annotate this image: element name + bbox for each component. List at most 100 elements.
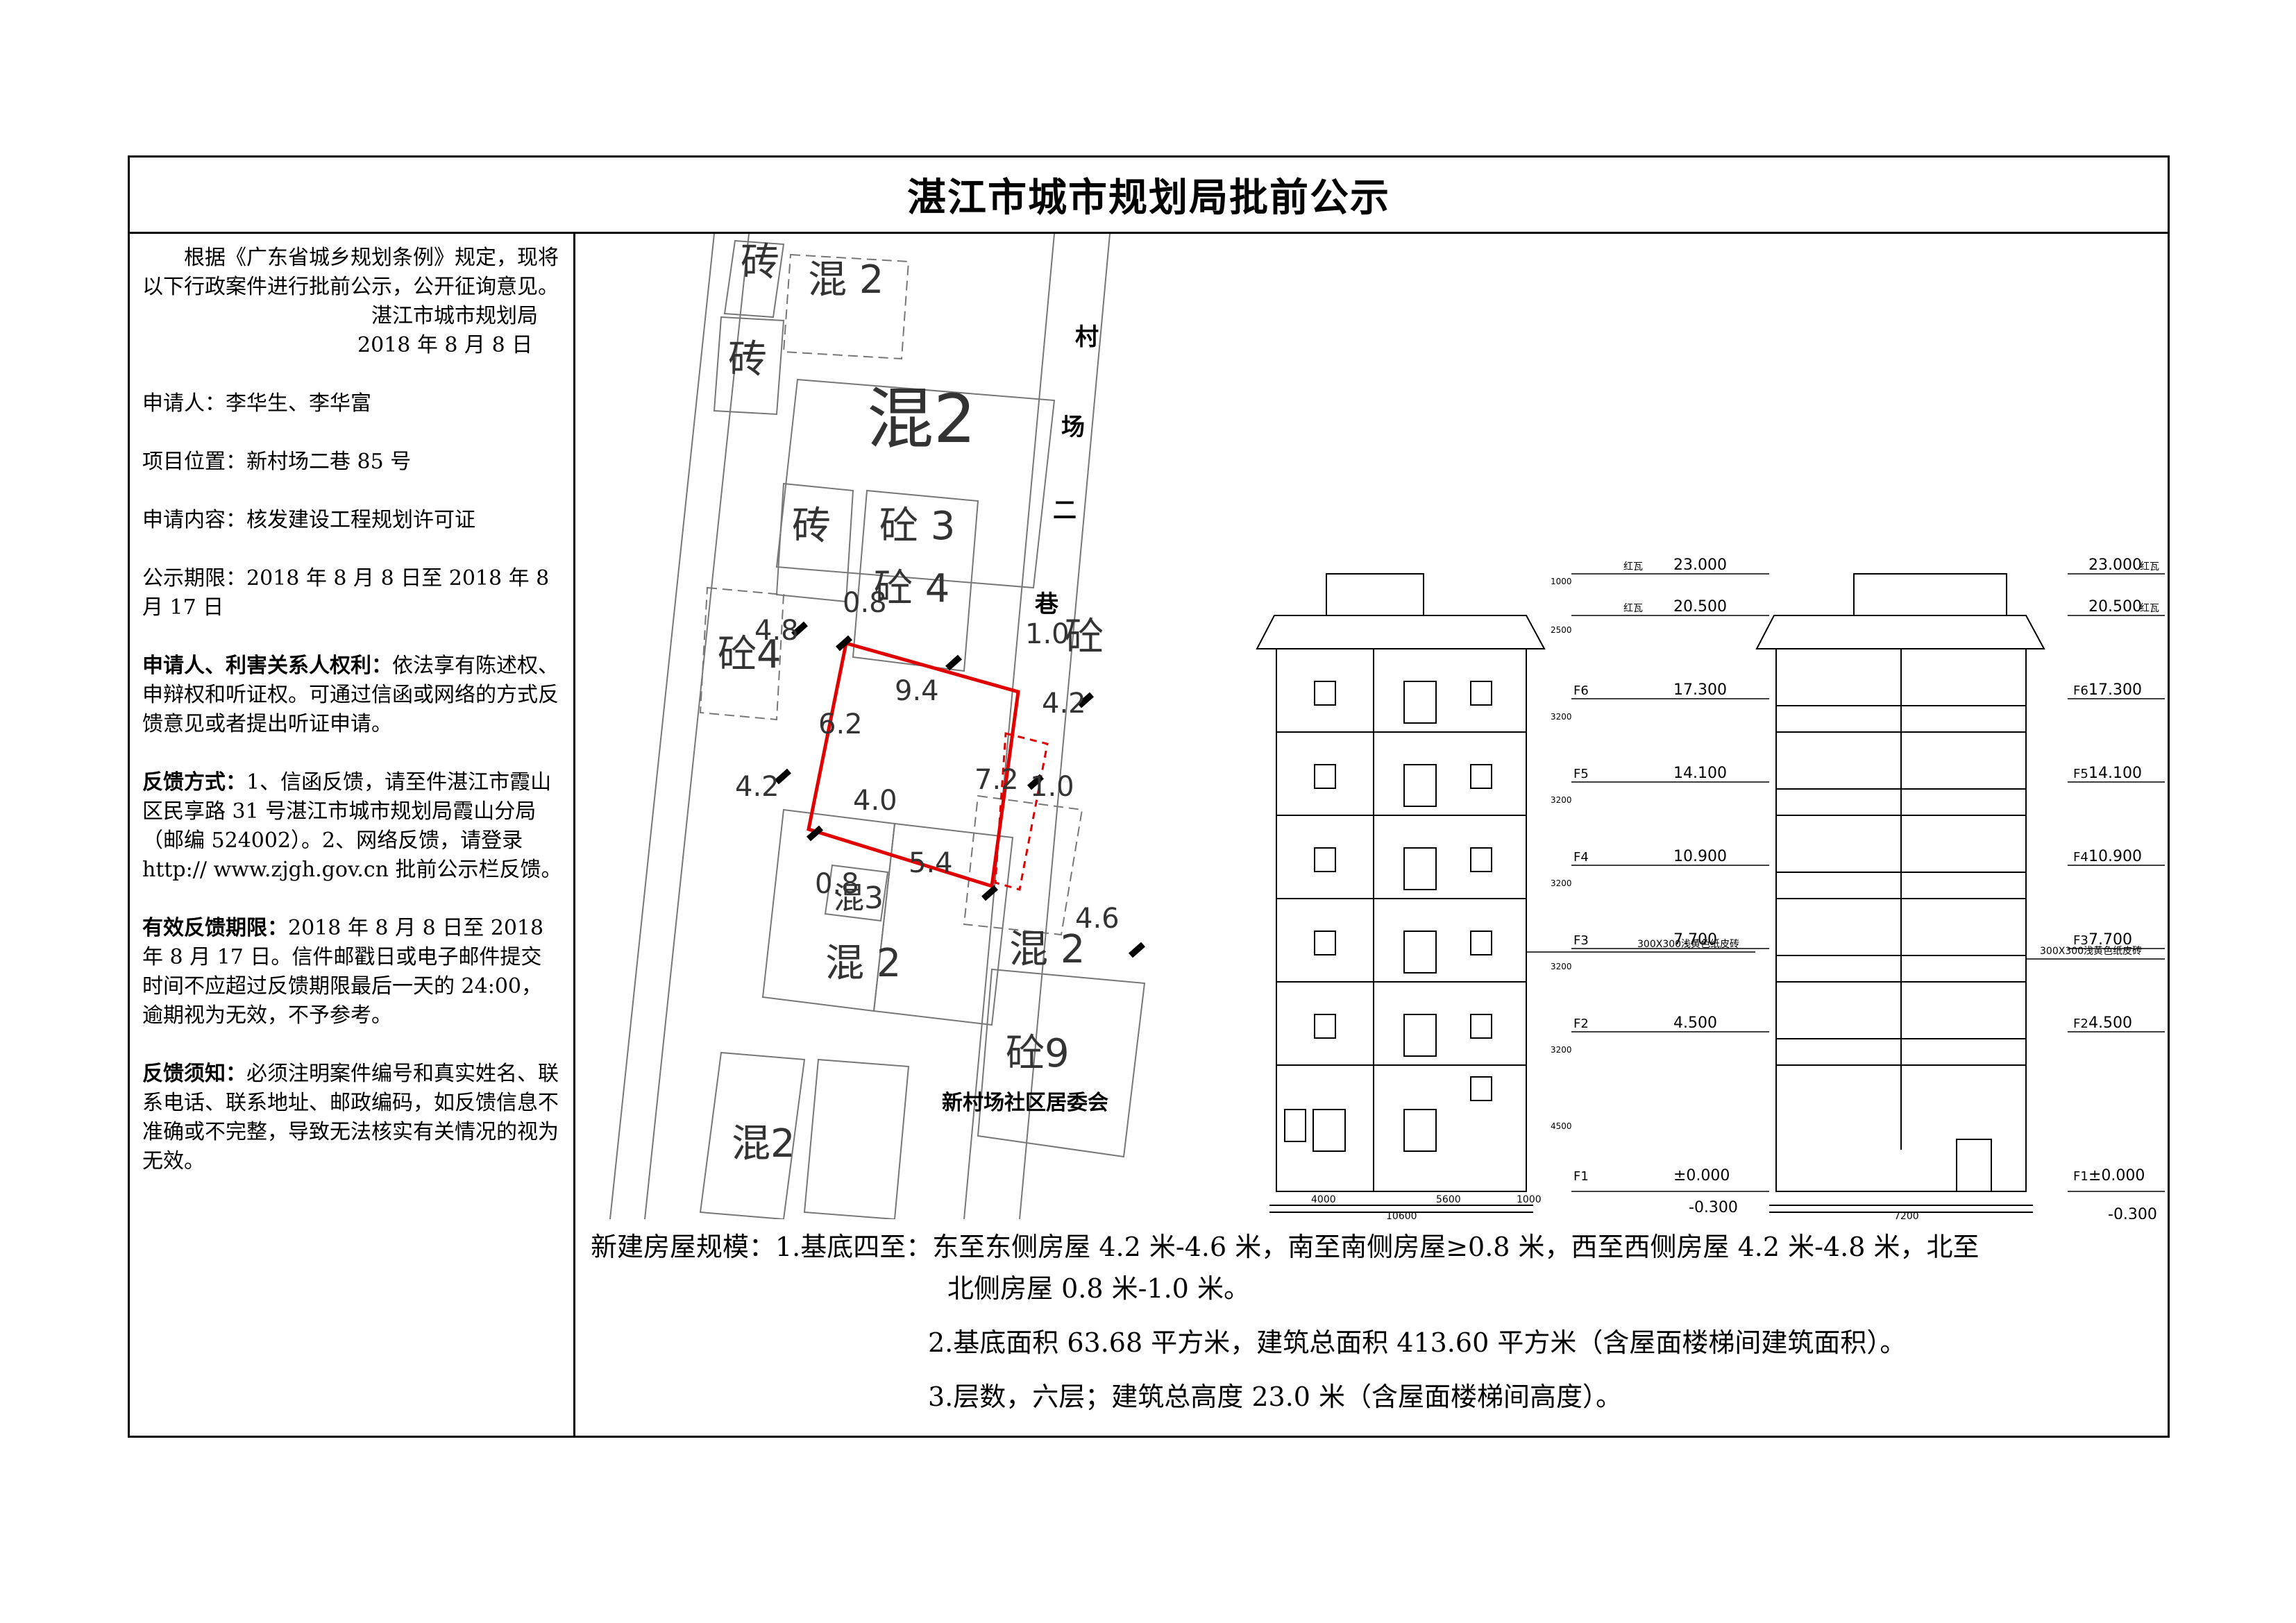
site-label: 混 2 [1009, 927, 1085, 972]
notes-text: 必须注明案件编号和真实姓名、联系电话、联系地址、邮政编码，如反馈信息不准确或不完… [142, 1062, 559, 1173]
vertical-dim: 3200 [1551, 962, 1572, 971]
site-label: 混2 [732, 1121, 795, 1166]
level-labels: 23.000 20.500 17.300 14.100 10.900 7.700… [1673, 556, 2157, 1219]
elevation-right [1755, 573, 2045, 1213]
deadline-field: 有效反馈期限：2018 年 8 月 8 日至 2018 年 8 月 17 日。信… [142, 914, 562, 1030]
level-label: ±0.000 [1673, 1167, 1730, 1184]
site-label: 砼 3 [879, 504, 955, 549]
level-label: 17.300 [1673, 681, 1727, 699]
floor-label: F6 [1573, 683, 1589, 698]
scale-line-1: 新建房屋规模：1.基底四至：东至东侧房屋 4.2 米-4.6 米，南至南侧房屋≥… [591, 1232, 1980, 1262]
level-label: 20.500 [1673, 598, 1727, 615]
dimension-label: 0.8 [843, 587, 887, 619]
level-label: -0.300 [2108, 1206, 2157, 1219]
floor-label: F1 [1573, 1169, 1589, 1184]
notice-frame: 湛江市城市规划局批前公示 根据《广东省城乡规划条例》规定，现将以下行政案件进行批… [128, 155, 2170, 1438]
deadline-text: 2018 年 8 月 8 日至 2018 年 8 月 17 日。信件邮戳日或电子… [142, 916, 544, 1028]
dimension-markers [775, 621, 1145, 958]
roof-note: 红瓦 [1623, 561, 1643, 572]
level-label: 14.100 [2088, 765, 2142, 782]
dimension-text: 10600 [1386, 1211, 1417, 1219]
page-title: 湛江市城市规划局批前公示 [907, 175, 1390, 221]
scale-line-3: 2.基底面积 63.68 平方米，建筑总面积 413.60 平方米（含屋面楼梯间… [928, 1327, 1907, 1358]
site-label: 砼 [1065, 615, 1104, 660]
period-field: 公示期限：2018 年 8 月 8 日至 2018 年 8 月 17 日 [142, 566, 550, 620]
floor-label: F5 [2073, 767, 2088, 781]
subject-plot-outline [807, 640, 1020, 889]
scale-line-4: 3.层数，六层；建筑总高度 23.0 米（含屋面楼梯间高度）。 [928, 1382, 1623, 1412]
site-label: 混3 [834, 881, 884, 916]
dimension-label: 4.6 [1075, 903, 1120, 935]
dimension-text: 1000 [1517, 1194, 1542, 1205]
floor-label: F4 [1573, 850, 1589, 865]
road-labels: 村 场 二 巷 [1034, 323, 1099, 618]
rights-label: 申请人、利害关系人权利： [142, 654, 392, 678]
level-label: 10.900 [2088, 848, 2142, 865]
content-field: 申请内容：核发建设工程规划许可证 [142, 508, 475, 532]
wall-note: 300X300浅黄色纸皮砖 [1637, 938, 1739, 950]
road-label: 二 [1053, 497, 1077, 525]
dimension-label: 0.8 [815, 868, 859, 900]
dimension-label: 4.0 [853, 785, 897, 817]
level-label: 10.900 [1673, 848, 1727, 865]
feedback-label: 反馈方式： [142, 770, 246, 794]
vertical-dim: 1000 [1551, 577, 1572, 586]
roof-note: 红瓦 [2140, 561, 2159, 572]
feedback-field: 反馈方式：1、信函反馈，请至件湛江市霞山区民享路 31 号湛江市城市规划局霞山分… [142, 768, 562, 885]
applicant-field: 申请人：李华生、李华富 [142, 391, 371, 416]
floor-label: F1 [2073, 1169, 2088, 1184]
rights-field: 申请人、利害关系人权利：依法享有陈述权、申辩权和听证权。可通过信函或网络的方式反… [142, 652, 562, 739]
notice-text-column: 根据《广东省城乡规划条例》规定，现将以下行政案件进行批前公示，公开征询意见。 湛… [130, 234, 575, 1436]
level-label: 20.500 [2088, 598, 2142, 615]
site-label: 砖 [728, 337, 767, 382]
dimension-label: 6.2 [818, 708, 863, 740]
notice-date: 2018 年 8 月 8 日 [357, 333, 533, 357]
floor-label: F4 [2073, 850, 2088, 865]
floor-label: F3 [2073, 933, 2088, 948]
vertical-dim: 3200 [1551, 1045, 1572, 1055]
drawing-column: 砖 混 2 砖 混2 砖 砼 3 砼 4 砼4 混3 混 2 混 2 砼9 混2… [575, 234, 2168, 1436]
dimension-label: 5.4 [909, 847, 953, 879]
site-plan [609, 234, 1146, 1219]
vertical-dim: 3200 [1551, 712, 1572, 722]
road-label: 村 [1075, 323, 1099, 351]
floor-labels: F6 F5 F4 F3 F2 F1 F6 F5 F4 F3 F2 F1 [1573, 683, 2088, 1184]
notes-field: 反馈须知：必须注明案件编号和真实姓名、联系电话、联系地址、邮政编码，如反馈信息不… [142, 1060, 562, 1176]
site-label: 砼4 [718, 632, 782, 677]
vertical-dim: 3200 [1551, 878, 1572, 888]
floor-label: F2 [2073, 1017, 2088, 1031]
roof-note: 红瓦 [2140, 603, 2159, 614]
feedback-text: 1、信函反馈，请至件湛江市霞山区民享路 31 号湛江市城市规划局霞山分局（邮编 … [142, 770, 562, 882]
floor-label: F2 [1573, 1017, 1589, 1031]
rights-text: 依法享有陈述权、申辩权和听证权。可通过信函或网络的方式反馈意见或者提出听证申请。 [142, 654, 559, 736]
road-label: 巷 [1034, 590, 1058, 618]
vertical-dimensions: 1000 2500 3200 3200 3200 3200 3200 4500 [1551, 577, 1572, 1131]
site-label: 混 2 [808, 257, 884, 303]
site-labels: 砖 混 2 砖 混2 砖 砼 3 砼 4 砼4 混3 混 2 混 2 砼9 混2… [718, 240, 1104, 1166]
site-label: 砖 [792, 504, 831, 549]
scale-line-2: 北侧房屋 0.8 米-1.0 米。 [947, 1273, 1250, 1304]
roof-note: 红瓦 [1623, 603, 1643, 614]
dimension-label: 4.8 [754, 615, 799, 647]
notice-intro: 根据《广东省城乡规划条例》规定，现将以下行政案件进行批前公示，公开征询意见。 [142, 246, 559, 299]
site-plan-and-elevation: 砖 混 2 砖 混2 砖 砼 3 砼 4 砼4 混3 混 2 混 2 砼9 混2… [609, 234, 2165, 1219]
deadline-label: 有效反馈期限： [142, 916, 288, 940]
site-label: 混2 [867, 380, 976, 458]
floor-label: F6 [2073, 683, 2088, 698]
site-label: 砖 [741, 240, 779, 285]
road-label: 场 [1061, 414, 1085, 441]
dimension-text: 5600 [1436, 1194, 1461, 1205]
level-label: 4.500 [2088, 1014, 2132, 1032]
elevation-left [1256, 573, 1546, 1213]
level-label: 17.300 [2088, 681, 2142, 699]
dimension-label: 1.0 [1030, 771, 1074, 803]
dimension-label: 9.4 [895, 675, 939, 707]
site-label: 砼9 [1006, 1031, 1070, 1076]
dimension-label: 7.2 [974, 764, 1019, 796]
vertical-dim: 2500 [1551, 625, 1572, 635]
title-row: 湛江市城市规划局批前公示 [130, 158, 2168, 234]
committee-label: 新村场社区居委会 [942, 1091, 1108, 1115]
level-label: 23.000 [2088, 556, 2142, 574]
vertical-dim: 4500 [1551, 1121, 1572, 1131]
level-label: ±0.000 [2088, 1167, 2145, 1184]
